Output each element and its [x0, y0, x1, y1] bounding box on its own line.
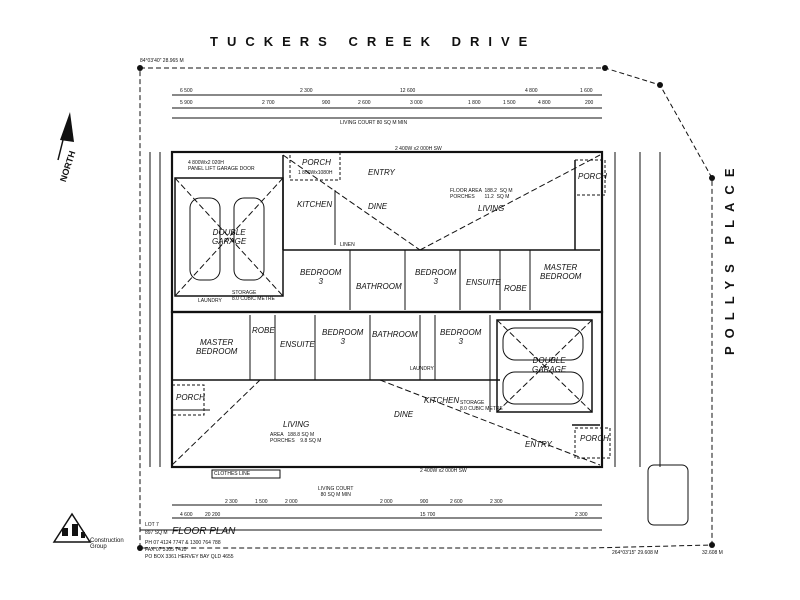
lot-boundary	[139, 67, 713, 549]
dim-top2-5: 1 800	[468, 100, 481, 106]
upper-bedroom-b-label: BEDROOM 3	[415, 268, 457, 286]
entry-door-note: 1 800Wx1080H	[298, 170, 333, 176]
dim-bot1-2: 2 000	[285, 499, 298, 505]
dim-bot1-1: 1 500	[255, 499, 268, 505]
dim-top1-4: 1 600	[580, 88, 593, 94]
dim-top1-0: 6 500	[180, 88, 193, 94]
north-arrow-icon	[57, 112, 74, 161]
lower-garage-walls	[496, 319, 593, 413]
window-top-note: 2 400W x2 000H SW	[395, 146, 442, 152]
dim-bot1-0: 2 300	[225, 499, 238, 505]
lower-dine-label: DINE	[394, 410, 414, 419]
street-name-side: POLLYS PLACE	[722, 160, 737, 355]
dim-top2-8: 200	[585, 100, 594, 106]
dim-bot1-5: 2 600	[450, 499, 463, 505]
upper-living-label: LIVING	[478, 204, 505, 213]
fax-number: FAX 07 3105 7410	[145, 547, 187, 553]
po-box: PO BOX 3361 HERVEY BAY QLD 4655	[145, 554, 234, 560]
dim-top1-3: 4 800	[525, 88, 538, 94]
lower-bathroom-label: BATHROOM	[372, 330, 418, 339]
lower-entry-label: ENTRY	[525, 440, 552, 449]
dim-bot2-2: 15 700	[420, 512, 436, 518]
dim-top2-0: 5 900	[180, 100, 193, 106]
dim-top2-4: 3 000	[410, 100, 423, 106]
building-logo-icon	[52, 512, 92, 543]
dim-bot2-0: 4 600	[180, 512, 193, 518]
lower-ensuite-label: ENSUITE	[280, 340, 315, 349]
living-court-bottom-note: LIVING COURT 80 SQ M MIN	[318, 486, 354, 498]
upper-porch-right-label: PORCH	[578, 172, 607, 181]
upper-kitchen-label: KITCHEN	[297, 200, 333, 209]
dim-top2-7: 4 800	[538, 100, 551, 106]
lower-garage-label: DOUBLE GARAGE	[532, 356, 567, 374]
garage-door-note: 4 800Wx2 020H PANEL LIFT GARAGE DOOR	[188, 160, 255, 172]
dim-bot1-4: 900	[420, 499, 429, 505]
lower-laundry-label: LAUNDRY	[410, 366, 434, 372]
upper-porch-label: PORCH	[302, 158, 331, 167]
living-court-top-note: LIVING COURT 80 SQ M MIN	[340, 120, 408, 126]
dim-bot1-3: 2 000	[380, 499, 393, 505]
upper-garage-label: DOUBLE GARAGE	[212, 228, 247, 246]
lower-bedroom-b-label: BEDROOM 3	[440, 328, 482, 346]
dim-top1-1: 2 300	[300, 88, 313, 94]
dim-top1-2: 12 600	[400, 88, 416, 94]
upper-bathroom-label: BATHROOM	[356, 282, 402, 291]
upper-ensuite-label: ENSUITE	[466, 278, 501, 287]
lower-bedroom-a-label: BEDROOM 3	[322, 328, 364, 346]
upper-bedroom-a-label: BEDROOM 3	[300, 268, 342, 286]
upper-robe-label: ROBE	[504, 284, 527, 293]
upper-linen-label: LINEN	[340, 242, 355, 248]
company-name: Construction Group	[90, 538, 124, 550]
lower-kitchen-label: KITCHEN	[424, 396, 460, 405]
upper-master-label: MASTER BEDROOM	[540, 263, 582, 281]
lower-master-label: MASTER BEDROOM	[196, 338, 238, 356]
lower-storage-label: STORAGE 8.0 CUBIC METRE	[460, 400, 503, 412]
upper-storage-label: STORAGE 8.0 CUBIC METRE	[232, 290, 275, 302]
upper-laundry-label: LAUNDRY	[198, 298, 222, 304]
dim-bot2-1: 20 200	[205, 512, 221, 518]
dim-top2-3: 2 600	[358, 100, 371, 106]
lower-robe-label: ROBE	[252, 326, 275, 335]
street-name-top: TUCKERS CREEK DRIVE	[210, 34, 537, 49]
upper-entry-label: ENTRY	[368, 168, 395, 177]
dim-bot1-6: 2 300	[490, 499, 503, 505]
lower-living-label: LIVING	[283, 420, 310, 429]
dim-bot2-3: 2 300	[575, 512, 588, 518]
clothes-line-label: CLOTHES LINE	[214, 471, 251, 477]
upper-dine-label: DINE	[368, 202, 388, 211]
boundary-top-dim: 84°03'40" 28.965 M	[140, 58, 184, 64]
dim-top2-2: 900	[322, 100, 331, 106]
boundary-bottom-dim: 264°03'15" 29.608 M	[612, 550, 659, 556]
dim-top2-6: 1 500	[503, 100, 516, 106]
window-bottom-note: 2 400W x2 000H SW	[420, 468, 467, 474]
upper-floor-area: FLOOR AREA 188.2 SQ M PORCHES 11.2 SQ M	[450, 188, 513, 200]
lot-number: LOT 7	[145, 522, 159, 528]
lower-porch-label: PORCH	[176, 393, 205, 402]
dim-top2-1: 2 700	[262, 100, 275, 106]
phone-number: PH 07 4124 7747 & 1300 764 788	[145, 540, 221, 546]
lower-porch-right-label: PORCH	[580, 434, 609, 443]
plan-title: FLOOR PLAN	[172, 526, 236, 537]
lot-area: 897 SQ M	[145, 530, 168, 536]
lower-unit-walls	[170, 310, 604, 469]
lower-floor-area: AREA 188.8 SQ M PORCHES 9.8 SQ M	[270, 432, 322, 444]
boundary-bottom-right-dim: 32.608 M	[702, 550, 723, 556]
